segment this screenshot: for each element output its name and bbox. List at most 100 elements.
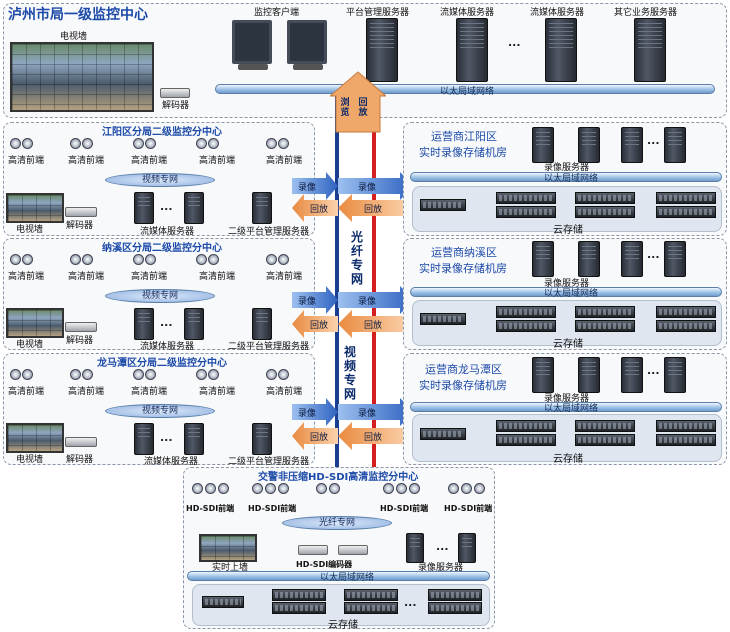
playback-label: 回放	[310, 321, 329, 331]
hd-sdi-camera-icon	[396, 483, 407, 494]
storage-title-3b: 实时录像存储机房	[419, 379, 507, 392]
branch-stream-server-icon-1b	[184, 192, 204, 224]
branch-tv-wall-1	[6, 193, 64, 223]
record-label: 录像	[298, 297, 317, 307]
hd-camera-icon	[196, 254, 207, 265]
traffic-ellipsis-b: ...	[404, 596, 417, 609]
storage-rack-icon	[420, 199, 466, 211]
storage-rack-icon	[656, 206, 716, 218]
storage-rack-icon	[420, 428, 466, 440]
branch-stream-server-icon-2b	[184, 308, 204, 340]
storage-rack-icon	[575, 306, 635, 318]
record-server-icon	[621, 357, 643, 393]
client-monitor-icon-2	[287, 20, 327, 64]
camera-label: 高清前端	[266, 272, 303, 282]
camera-label: 高清前端	[266, 387, 303, 397]
playback-label: 回放	[364, 433, 383, 443]
record-label: 录像	[358, 183, 377, 193]
top-tv-wall-label: 电视墙	[60, 32, 88, 42]
traffic-ellipsis-a: ...	[436, 540, 449, 553]
branch-decoder-icon-1	[65, 207, 97, 217]
branch-stream-server-icon-3b	[184, 423, 204, 455]
record-server-icon	[578, 127, 600, 163]
top-stream1-label: 流媒体服务器	[440, 8, 495, 18]
branch-stream-label-1: 流媒体服务器	[140, 227, 195, 237]
hd-camera-icon	[82, 254, 93, 265]
hd-camera-icon	[266, 369, 277, 380]
storage-rack-icon	[428, 602, 482, 614]
playback-label: 回放	[364, 205, 383, 215]
hd-camera-icon	[22, 138, 33, 149]
traffic-lan-bar	[187, 571, 490, 581]
hd-camera-icon	[278, 254, 289, 265]
branch-platform-server-icon-1	[252, 192, 272, 224]
storage-rack-icon	[202, 596, 244, 608]
storage-rack-icon	[575, 420, 635, 432]
hd-sdi-camera-icon	[205, 483, 216, 494]
record-server-icon	[664, 127, 686, 163]
hd-sdi-camera-icon	[461, 483, 472, 494]
camera-label: 高清前端	[131, 272, 168, 282]
top-lan-bar	[215, 84, 715, 94]
fiber-line-red	[372, 96, 376, 571]
record-arrow	[292, 172, 338, 200]
hd-camera-icon	[82, 369, 93, 380]
storage-lan-bar-1	[410, 172, 722, 182]
branch-decoder-icon-3	[65, 437, 97, 447]
hd-sdi-encoder-icon	[298, 545, 328, 555]
top-tv-wall	[10, 42, 154, 112]
storage-rack-icon	[496, 320, 556, 332]
hd-sdi-camera-icon	[192, 483, 203, 494]
camera-label: 高清前端	[8, 387, 45, 397]
branch-decoder-label-3: 解码器	[66, 455, 94, 465]
storage-lan-bar-3	[410, 402, 722, 412]
stream-server-icon-2	[545, 18, 577, 82]
hd-camera-icon	[208, 138, 219, 149]
hd-camera-icon	[22, 369, 33, 380]
cloud-label-2: 云存储	[553, 339, 583, 350]
camera-label: 高清前端	[199, 272, 236, 282]
traffic-rec-label: 录像服务器	[418, 563, 464, 573]
hd-camera-icon	[145, 138, 156, 149]
hd-camera-icon	[10, 254, 21, 265]
hd-camera-icon	[196, 369, 207, 380]
playback-label: 回放	[310, 433, 329, 443]
hd-sdi-camera-label: HD-SDI前端	[444, 504, 493, 513]
branch-tv-label-3: 电视墙	[16, 455, 44, 465]
storage-lan-label-1: 以太局域网络	[544, 174, 599, 184]
storage-ellipsis-2: ...	[647, 248, 660, 261]
top-center-title: 泸州市局一级监控中心	[8, 7, 148, 23]
hd-sdi-camera-icon	[474, 483, 485, 494]
top-decoder-label: 解码器	[162, 101, 190, 111]
hd-sdi-camera-icon	[278, 483, 289, 494]
playback-arrow	[338, 422, 410, 450]
camera-label: 高清前端	[266, 156, 303, 166]
branch-stream-server-icon-2	[134, 308, 154, 340]
storage-rack-icon	[656, 306, 716, 318]
branch-stream-server-icon-1	[134, 192, 154, 224]
traffic-rec-server-icon-2	[458, 533, 476, 563]
storage-rack-icon	[496, 206, 556, 218]
hd-sdi-camera-icon	[218, 483, 229, 494]
branch-title-2: 纳溪区分局二级监控分中心	[102, 243, 222, 254]
playback-arrow	[292, 422, 338, 450]
branch-stream-label-2: 流媒体服务器	[140, 342, 195, 352]
branch-net-oval-2: 视频专网	[105, 289, 215, 303]
branch-platform-label-2: 二级平台管理服务器	[228, 342, 310, 352]
traffic-wall-label: 实时上墙	[212, 563, 249, 573]
storage-rack-icon	[496, 434, 556, 446]
storage-rack-icon	[656, 192, 716, 204]
top-lan-label: 以太局域网络	[440, 87, 495, 97]
hd-sdi-camera-icon	[316, 483, 327, 494]
hd-camera-icon	[10, 138, 21, 149]
storage-rack-icon	[575, 434, 635, 446]
fiber-line-blue	[335, 96, 339, 571]
storage-rack-icon	[656, 420, 716, 432]
branch-ellipsis-3: ...	[160, 431, 173, 444]
camera-label: 高清前端	[131, 156, 168, 166]
record-label: 录像	[298, 183, 317, 193]
camera-label: 高清前端	[8, 156, 45, 166]
top-ellipsis: ...	[508, 36, 521, 49]
camera-label: 高清前端	[131, 387, 168, 397]
record-label: 录像	[298, 409, 317, 419]
